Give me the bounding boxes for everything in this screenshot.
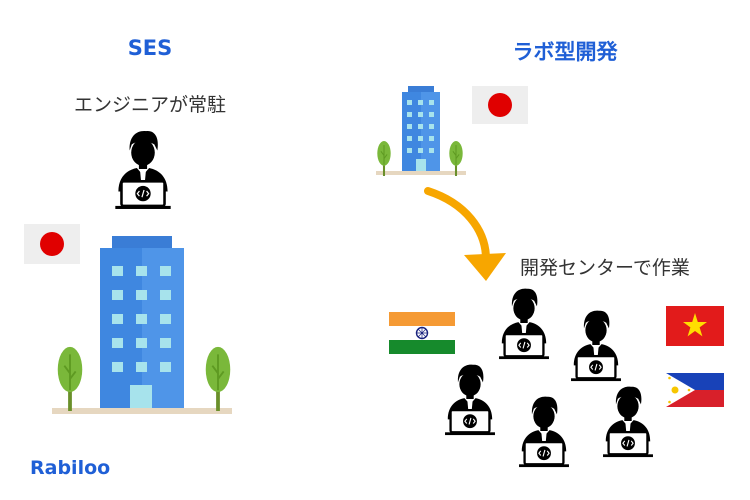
office-building-icon	[372, 82, 472, 178]
ses-caption: エンジニアが常駐	[73, 94, 226, 116]
engineer-icon	[568, 308, 624, 382]
ses-heading: SES	[127, 36, 173, 60]
engineer-icon	[600, 384, 656, 458]
philippines-flag-icon	[666, 373, 724, 407]
india-flag-icon	[389, 312, 455, 354]
rabiloo-logo: Rabiloo	[30, 457, 111, 479]
engineer-icon	[496, 286, 552, 360]
tree-icon	[203, 345, 233, 411]
japan-flag-icon	[24, 224, 80, 264]
tree-icon	[55, 345, 85, 411]
tree-icon	[376, 140, 392, 176]
lab-caption: 開発センターで作業	[520, 257, 690, 279]
engineer-icon	[112, 128, 174, 210]
vietnam-flag-icon	[666, 306, 724, 346]
office-building-icon	[40, 230, 240, 420]
engineer-icon	[516, 394, 572, 468]
japan-flag-icon	[472, 86, 528, 124]
lab-heading: ラボ型開発	[512, 40, 618, 64]
curved-arrow-icon	[420, 185, 510, 285]
engineer-icon	[442, 362, 498, 436]
tree-icon	[448, 140, 464, 176]
